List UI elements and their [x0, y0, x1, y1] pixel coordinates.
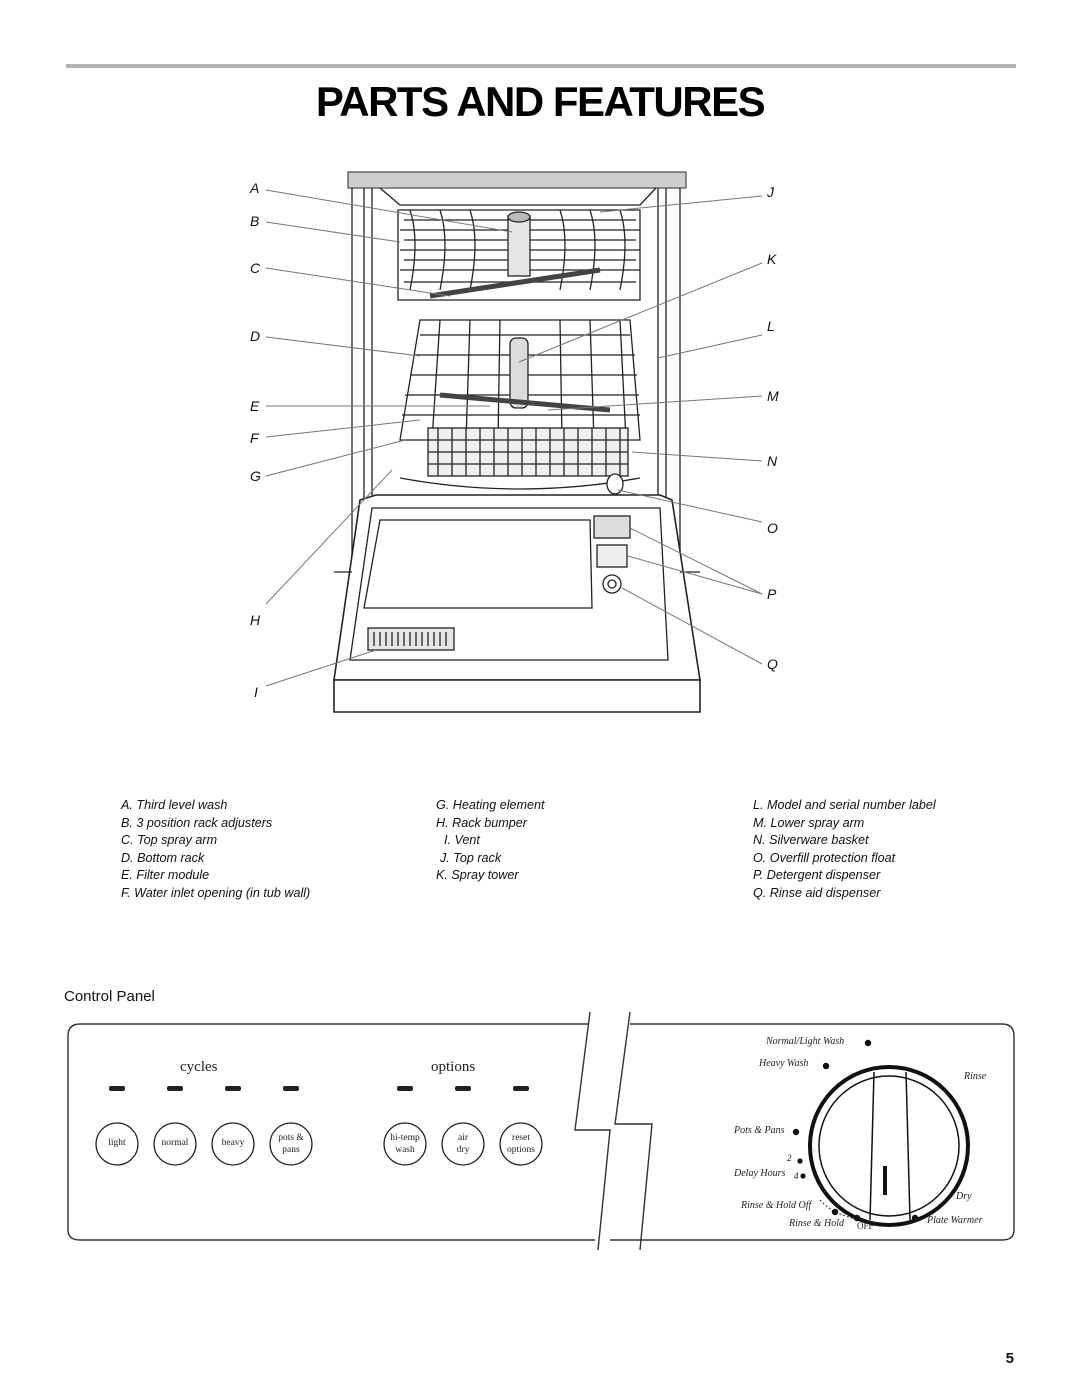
dial-label-off: OFF [857, 1221, 874, 1231]
dial-label-rinse-hold-off: Rinse & Hold Off [741, 1200, 812, 1211]
callout-m: M [767, 388, 779, 404]
legend-item: J. Top rack [440, 850, 502, 865]
legend-item: P. Detergent dispenser [753, 868, 881, 883]
cycle-button-pots-pans[interactable]: pots & pans [270, 1123, 312, 1165]
callout-e: E [250, 398, 260, 414]
button-label: hi-temp [390, 1133, 420, 1143]
options-label: options [431, 1059, 476, 1075]
button-label: wash [395, 1145, 415, 1155]
legend-item: G. Heating element [436, 798, 545, 812]
cycle-button-heavy[interactable]: heavy [212, 1123, 254, 1165]
callout-j: J [767, 184, 774, 200]
legend-item: Q. Rinse aid dispenser [753, 885, 881, 900]
cycles-label: cycles [180, 1059, 218, 1075]
button-label: reset [512, 1133, 530, 1143]
control-panel-heading: Control Panel [64, 988, 155, 1005]
button-label: options [507, 1145, 535, 1155]
option-button-hi-temp-wash[interactable]: hi-temp wash [384, 1123, 426, 1165]
callout-n: N [767, 453, 778, 469]
dial-label-delay-hours: Delay Hours [734, 1168, 786, 1179]
legend-item: F. Water inlet opening (in tub wall) [121, 885, 311, 900]
legend-item: B. 3 position rack adjusters [121, 815, 273, 830]
legend-column-3: L. Model and serial number label M. Lowe… [753, 797, 936, 903]
dial-label-plate-warmer: Plate Warmer [927, 1215, 983, 1226]
callout-k: K [767, 251, 777, 267]
button-label: light [108, 1138, 126, 1148]
cycle-button-normal[interactable]: normal [154, 1123, 196, 1165]
dial-label-normal-light-wash: Normal/Light Wash [766, 1036, 845, 1047]
callout-o: O [767, 520, 778, 536]
legend-item: L. Model and serial number label [753, 798, 936, 812]
callout-c: C [250, 260, 261, 276]
legend-item: I. Vent [444, 833, 480, 848]
page-title: PARTS AND FEATURES [315, 78, 766, 125]
dial-label-delay-2: 2 [787, 1153, 792, 1163]
legend-item: K. Spray tower [436, 868, 519, 883]
callout-b: B [250, 213, 260, 229]
callout-q: Q [767, 656, 778, 672]
legend-item: A. Third level wash [121, 798, 228, 812]
button-label: pots & [278, 1133, 304, 1143]
callout-d: D [250, 328, 261, 344]
cycle-button-light[interactable]: light [96, 1123, 138, 1165]
cycle-dial[interactable] [810, 1067, 968, 1225]
option-button-reset-options[interactable]: reset options [500, 1123, 542, 1165]
dishwasher-diagram [265, 171, 763, 713]
legend-item: E. Filter module [121, 868, 210, 883]
callout-f: F [250, 430, 259, 446]
legend-column-2: G. Heating element H. Rack bumper I. Ven… [436, 797, 545, 885]
legend-item: M. Lower spray arm [753, 815, 865, 830]
dial-label-heavy-wash: Heavy Wash [759, 1058, 809, 1069]
callout-i: I [254, 684, 258, 700]
dial-label-dry: Dry [956, 1191, 972, 1202]
legend-item: C. Top spray arm [121, 833, 218, 848]
button-label: pans [282, 1145, 300, 1155]
legend-item: H. Rack bumper [436, 815, 527, 830]
button-label: heavy [221, 1138, 245, 1148]
legend-item: D. Bottom rack [121, 850, 205, 865]
callout-p: P [767, 586, 777, 602]
callout-h: H [250, 612, 261, 628]
option-button-air-dry[interactable]: air dry [442, 1123, 484, 1165]
button-label: air [457, 1133, 469, 1143]
legend-column-1: A. Third level wash B. 3 position rack a… [121, 797, 310, 903]
dial-label-rinse-hold: Rinse & Hold [789, 1218, 844, 1229]
legend-item: N. Silverware basket [753, 833, 869, 848]
callout-a: A [250, 180, 260, 196]
callout-l: L [767, 318, 775, 334]
dial-label-rinse: Rinse [964, 1071, 987, 1082]
dial-label-pots-pans: Pots & Pans [734, 1125, 785, 1136]
button-label: normal [161, 1138, 189, 1148]
button-label: dry [456, 1145, 470, 1155]
callout-g: G [250, 468, 261, 484]
header-rule [66, 64, 1016, 68]
dial-label-delay-4: 4 [794, 1171, 799, 1181]
legend-item: O. Overfill protection float [753, 850, 896, 865]
page-number: 5 [1005, 1350, 1014, 1367]
